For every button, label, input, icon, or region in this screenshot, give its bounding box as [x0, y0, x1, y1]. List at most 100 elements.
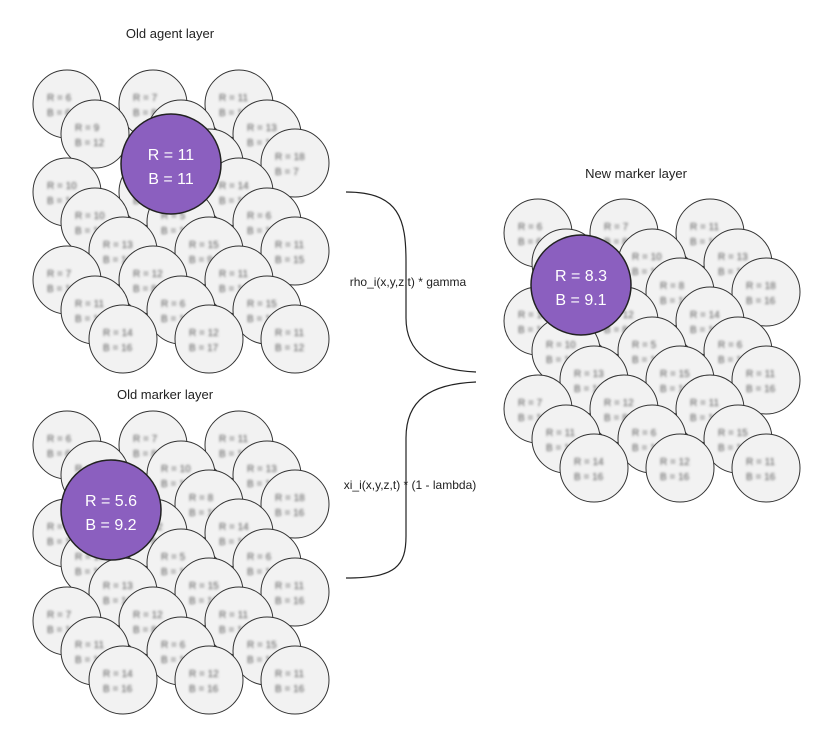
cell-b-value: B = 16 — [189, 596, 219, 607]
cell-values: R = 10B = 12 — [75, 211, 105, 237]
cell-values: R = 7 B = 16 — [47, 610, 77, 636]
cell-values: R = 12B = 8 — [604, 398, 634, 424]
cell-values: R = 9B = 12 — [75, 123, 105, 149]
cell-values: R = 6B = 16 — [632, 428, 662, 454]
cell-b-value: B = 16 — [275, 684, 305, 695]
cell-b-value: B = 16 — [746, 472, 776, 483]
cell-values: R = 11 B = 12 — [275, 328, 305, 354]
cell-b-value: B = 15 — [275, 255, 305, 266]
cell-values: R = 14B = 16 — [219, 181, 249, 207]
cell-values: R = 10B = 16 — [75, 552, 105, 578]
upper-connector-brace — [345, 191, 477, 373]
cell-r-value: R = 15 — [247, 640, 277, 651]
cell-b-value: B = 12 — [75, 138, 105, 149]
cell-r-value: R = 8 — [660, 281, 685, 292]
cell-values: R = 11B = 16 — [275, 581, 305, 607]
cell-r-value: R = 14 — [219, 181, 249, 192]
cell-b-value: B = 11 — [161, 479, 190, 490]
old-agent-layer-title: Old agent layer — [126, 26, 215, 41]
cell-values: R = 14B = 16 — [219, 522, 249, 548]
cell-r-value: R = 8 — [189, 493, 214, 504]
cell-r-value: R = 10 — [47, 181, 77, 192]
cell-values: R = 15B = 9 — [189, 240, 219, 266]
cell-b-value: B = 16 — [718, 443, 748, 454]
cell-r-value: R = 6 — [161, 640, 186, 651]
cell-r-value: R = 15 — [189, 581, 219, 592]
cell-b-value: B = 16 — [75, 655, 105, 666]
cell-b-value: B = 16 — [219, 537, 249, 548]
cell-b-value: B = 16 — [219, 108, 249, 119]
cell-b-value: B = 16 — [47, 625, 77, 636]
cell-r-value: R = 11 — [219, 610, 248, 621]
cell-r-value: R = 12 — [189, 328, 219, 339]
highlighted-cell-circle — [60, 459, 162, 561]
cell-values: R = 13B = 16 — [247, 464, 277, 490]
cell-values: R = 8B = 10 — [189, 493, 219, 519]
cell-values: R = 11B = 16 — [746, 457, 776, 483]
cell-b-value: B = 16 — [247, 655, 277, 666]
cell-values: R = 7B = 8 — [604, 222, 629, 248]
cell-b-value: B = 8 — [133, 625, 157, 636]
grid-cell: R = 11B = 16 — [731, 345, 801, 415]
cell-circle — [88, 304, 158, 374]
cell-values: R = 13B = 16 — [718, 252, 748, 278]
cell-r-value: R = 13 — [103, 581, 133, 592]
cell-circle — [260, 645, 330, 715]
cell-b-value: B = 10 — [660, 296, 690, 307]
cell-values: R = 7B = 8 — [133, 434, 158, 460]
lower-connector-brace — [345, 381, 477, 579]
cell-r-value: R = 10 — [161, 464, 191, 475]
cell-b-value: B = 16 — [247, 567, 277, 578]
cell-r-value: R = 7 — [518, 398, 543, 409]
cell-values: R = 10 B = 11 — [161, 464, 191, 490]
cell-values: R = 14B = 16 — [103, 669, 133, 695]
cell-values: R = 10B = 16 — [546, 340, 576, 366]
cell-values: R = 11B = 15 — [275, 240, 305, 266]
cell-values: R = 6B = 16 — [247, 552, 277, 578]
cell-values: R = 13 B = 16 — [103, 581, 133, 607]
cell-b-value: B = 16 — [103, 596, 133, 607]
cell-r-value: R = 14 — [103, 669, 133, 680]
cell-b-value: B = 12 — [275, 343, 305, 354]
cell-values: R = 15B = 16 — [660, 369, 690, 395]
cell-b-value: B = 16 — [161, 226, 191, 237]
cell-r-value: R = 12 — [604, 398, 634, 409]
cell-r-value: R = 11 — [219, 93, 248, 104]
cell-r-value: R = 6 — [161, 299, 186, 310]
cell-values: R = 18B = 16 — [275, 493, 305, 519]
cell-circle — [260, 128, 330, 198]
cell-values: R = 13B = 16 — [103, 240, 133, 266]
cell-r-value: R = 6 — [47, 434, 72, 445]
cell-b-value: B = 16 — [690, 325, 720, 336]
cell-r-value: R = 6 — [518, 222, 543, 233]
cell-values: R = 12B = 8 — [133, 269, 163, 295]
cell-b-value: B = 16 — [247, 314, 277, 325]
cell-circle — [88, 645, 158, 715]
cell-values: R = 11B = 16 — [219, 269, 249, 295]
cell-r-value: R = 11 — [690, 222, 719, 233]
cell-values: R = 11 B = 16 — [275, 669, 305, 695]
cell-values: R = 7B = 16 — [47, 269, 77, 295]
cell-values: R = 11 B = 16 — [219, 93, 249, 119]
cell-values: R = 13B = 16 — [574, 369, 604, 395]
cell-b-value: B = 16 — [546, 443, 576, 454]
cell-r-value: R = 7 — [133, 434, 158, 445]
cell-r-value: R = 14 — [690, 310, 720, 321]
cell-circle — [174, 645, 244, 715]
cell-r-value: R = 13 — [247, 464, 277, 475]
cell-r-value: R = 11 — [275, 669, 304, 680]
cell-r-value: R = 11 — [275, 328, 304, 339]
cell-r-value: R = 7 — [133, 93, 158, 104]
cell-circle — [731, 345, 801, 415]
cell-r-value: R = 12 — [133, 269, 163, 280]
cell-r-value: R = 7 — [47, 610, 72, 621]
cell-r-value: R = 11 — [75, 299, 104, 310]
grid-cell: R = 12B = 16 — [645, 433, 715, 503]
cell-r-value: R = 14 — [574, 457, 604, 468]
grid-cell: R = 18B = 16 — [731, 257, 801, 327]
highlighted-b-value: B = 9.1 — [555, 292, 606, 309]
cell-b-value: B = 9 — [189, 255, 213, 266]
cell-values: R = 14B = 16 — [518, 310, 548, 336]
cell-b-value: B = 6 — [47, 108, 71, 119]
